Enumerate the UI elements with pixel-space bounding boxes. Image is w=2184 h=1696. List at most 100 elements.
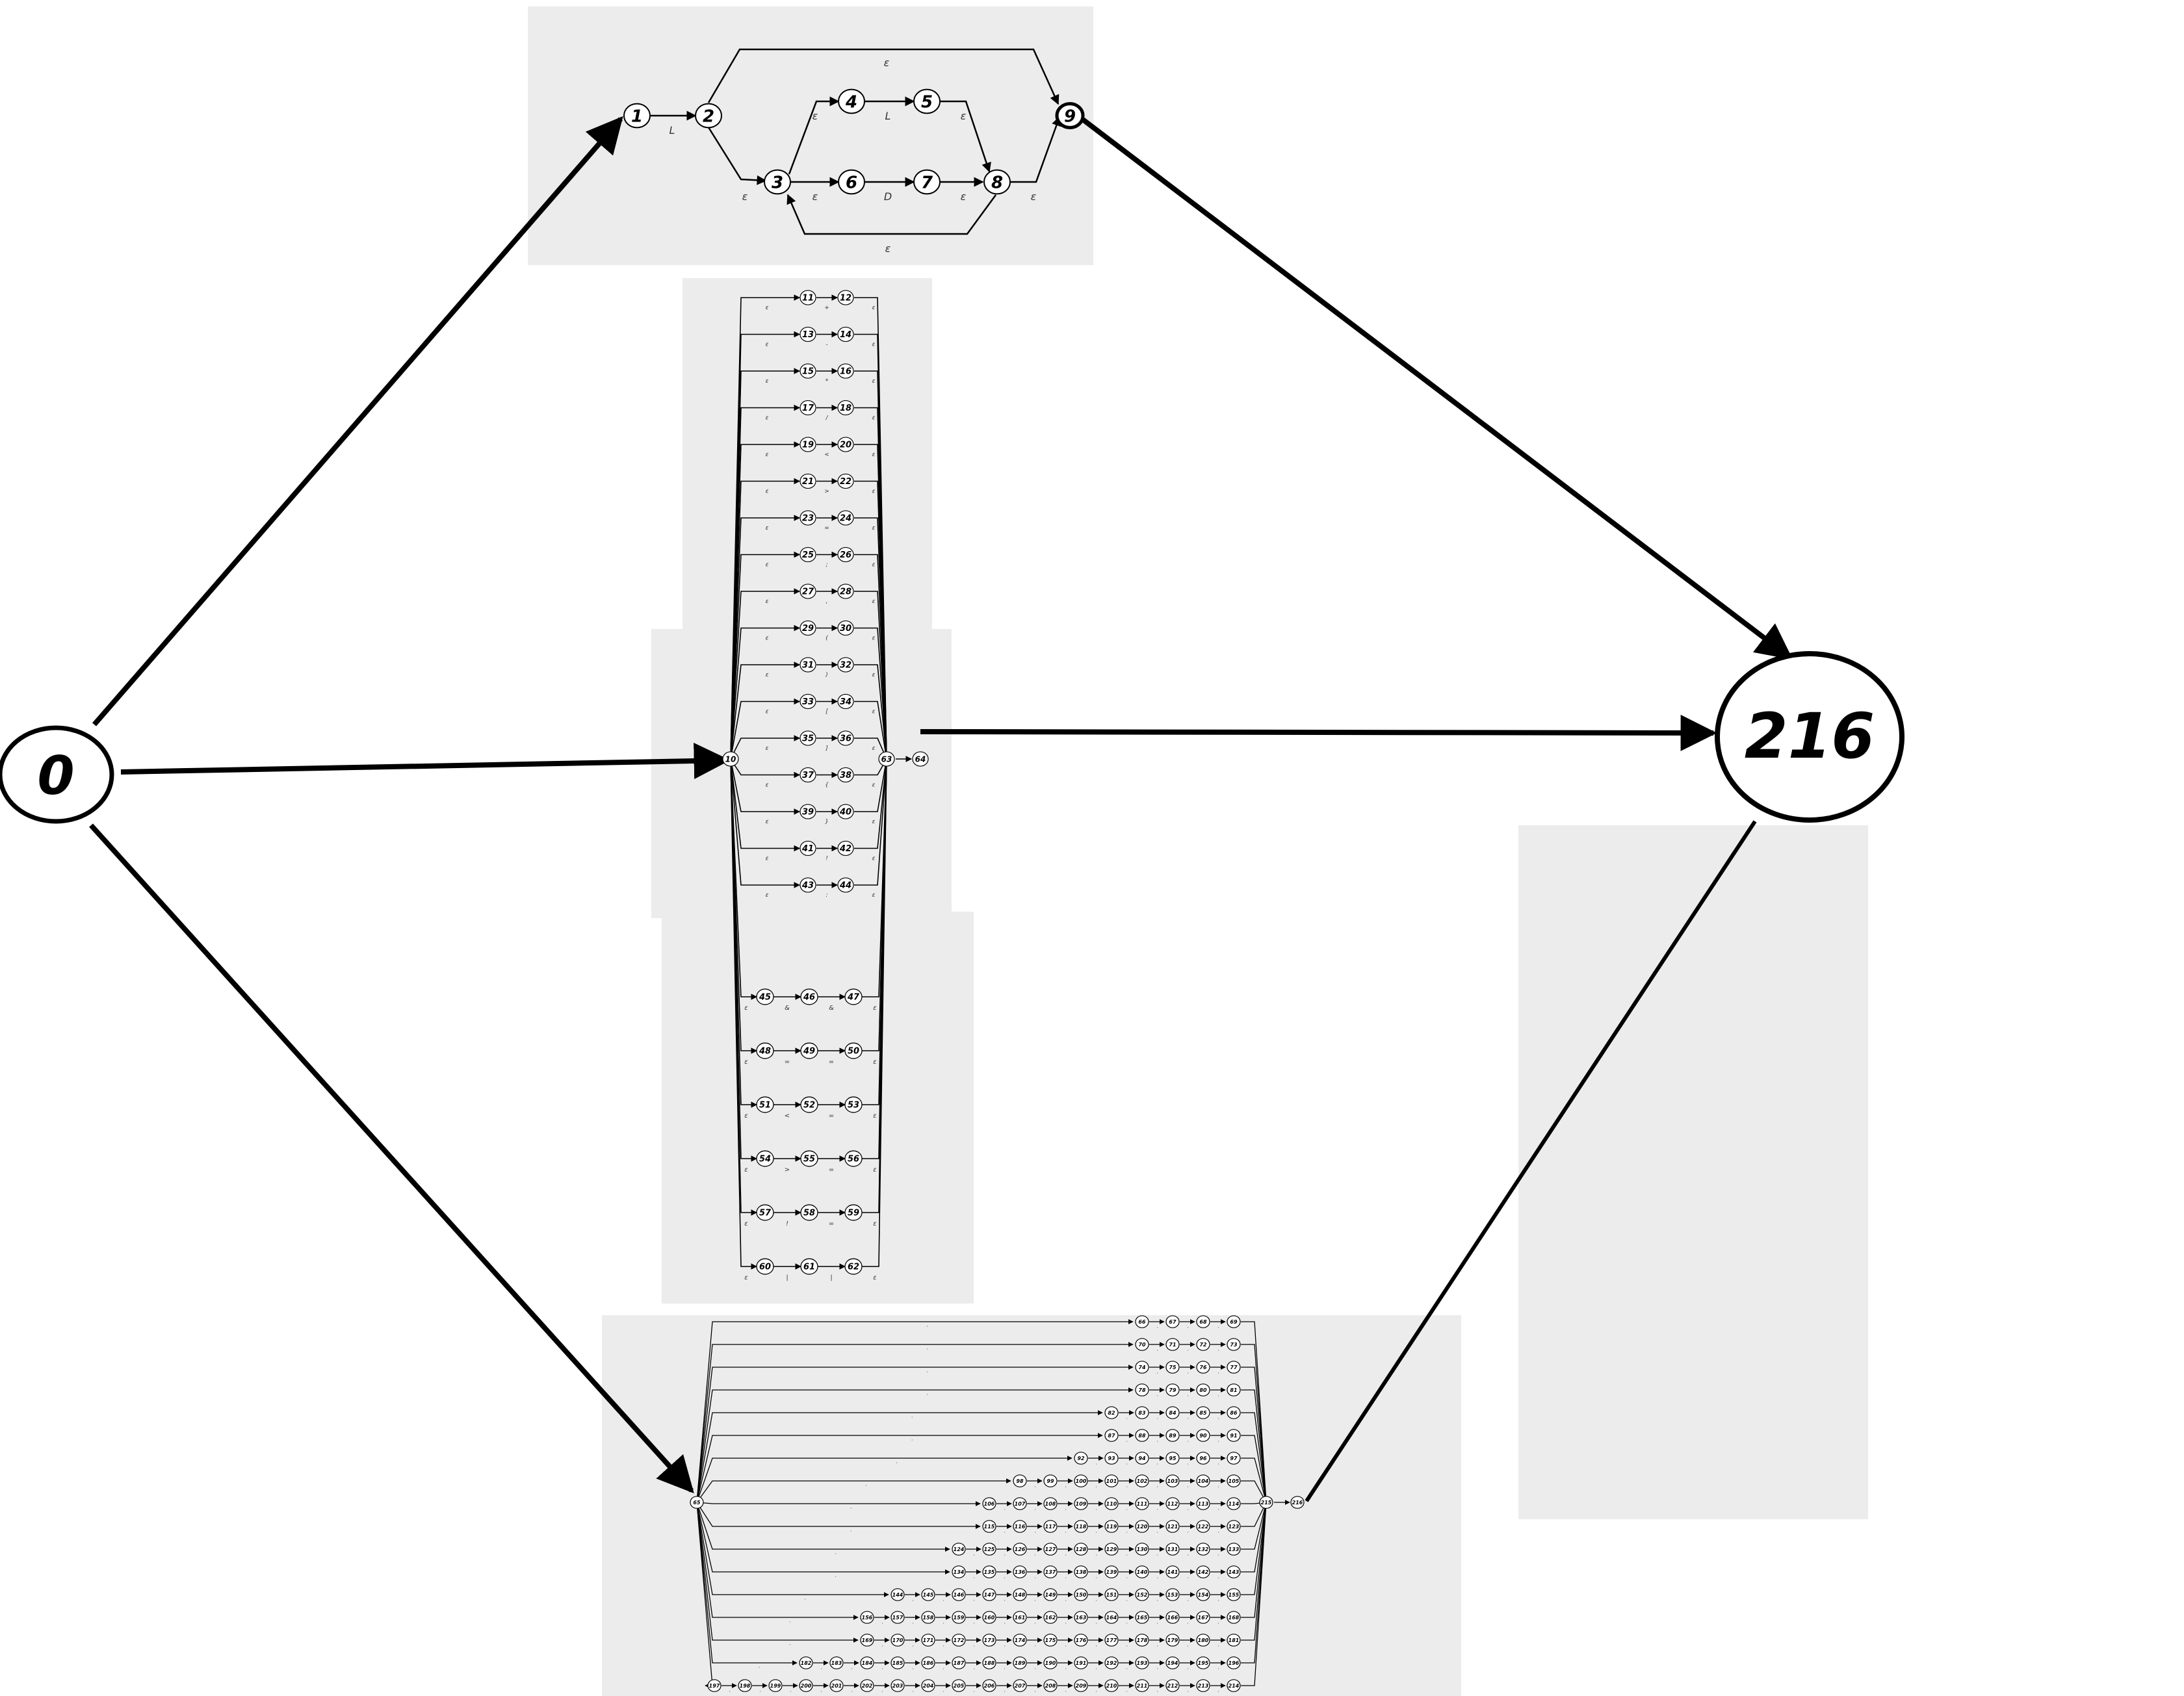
bottom-sym-row-8: · [850,1506,852,1511]
bottom-state-86: 86 [1227,1406,1241,1419]
bottom-state-93: 93 [1104,1452,1119,1465]
mid-eps-in-11: ε [766,305,769,311]
mid-state-53-label: 53 [848,1101,859,1111]
panel-top-bg [528,6,1093,265]
bottom-state-126-label: 126 [1015,1547,1026,1552]
bottom-state-84-label: 84 [1169,1410,1176,1416]
bottom-state-115-label: 115 [984,1524,995,1530]
top-state-4: 4 [838,88,865,114]
panel-empty-bg [1518,825,1868,1519]
mid-state-48-label: 48 [759,1047,771,1057]
bottom-sym-138: · [1095,1575,1097,1581]
bottom-state-214: 214 [1227,1679,1241,1692]
bottom-state-116: 116 [1013,1520,1027,1533]
bottom-state-81: 81 [1227,1383,1241,1396]
bottom-state-109: 109 [1074,1497,1088,1510]
bottom-state-174-label: 174 [1015,1638,1026,1643]
mid-state-44: 44 [837,877,854,893]
panel-bottom-bg [602,1315,1461,1696]
mid-state-21-label: 21 [802,477,814,487]
bottom-state-154-label: 154 [1198,1592,1209,1598]
mid-state-62-label: 62 [848,1263,859,1272]
bottom-state-178: 178 [1135,1634,1149,1647]
mid-state-26-label: 26 [840,550,852,560]
mid-state-32-label: 32 [840,661,852,671]
bottom-sym-95: · [1187,1461,1189,1467]
bottom-state-117: 117 [1043,1520,1058,1533]
panel-top-labels: ε L ε L ε ε ε D ε ε ε [670,57,1037,255]
bottom-sym-182: · [820,1666,822,1672]
bottom-sym-row-10: · [835,1551,837,1557]
bottom-state-135: 135 [982,1565,996,1578]
bottom-state-90-label: 90 [1199,1433,1207,1439]
bottom-state-181: 181 [1227,1634,1241,1647]
mid-sym2-57: = [829,1220,834,1227]
bottom-state-132-label: 132 [1198,1547,1209,1552]
bottom-state-105-label: 105 [1228,1478,1240,1484]
mid-state-58-label: 58 [803,1209,815,1218]
bottom-state-171-label: 171 [923,1638,934,1643]
bottom-sym-row-12: · [804,1597,806,1602]
bottom-state-65-label: 65 [693,1500,701,1506]
bottom-state-68: 68 [1196,1315,1210,1328]
top-state-6-label: 6 [846,173,857,192]
mid-eps-out-45: ε [873,1005,877,1012]
bottom-state-200: 200 [799,1679,813,1692]
mid-eps-out-60: ε [873,1274,877,1281]
mid-eps-out-35: ε [872,745,876,752]
mid-state-47-label: 47 [847,993,860,1003]
bottom-state-128-label: 128 [1076,1547,1087,1552]
bottom-state-126: 126 [1013,1543,1027,1556]
bottom-state-67-label: 67 [1169,1319,1176,1325]
mid-eps-in-37: ε [766,782,769,789]
mid-state-21: 21 [800,473,816,489]
bottom-state-165-label: 165 [1137,1615,1148,1621]
bottom-state-159: 159 [952,1611,966,1624]
bottom-state-191-label: 191 [1076,1660,1087,1666]
bottom-sym-207: · [1034,1689,1036,1695]
bottom-state-88: 88 [1135,1429,1149,1442]
mid-state-29-label: 29 [802,624,814,634]
bottom-sym-187: · [973,1666,975,1672]
bottom-state-159-label: 159 [954,1615,965,1621]
bottom-state-72: 72 [1196,1338,1210,1351]
bottom-state-167-label: 167 [1198,1615,1209,1621]
bottom-state-148: 148 [1013,1588,1027,1601]
bottom-state-198-label: 198 [740,1683,751,1689]
panel-mid-bg-3 [662,912,974,1304]
bottom-sym-197: · [729,1689,731,1695]
bottom-state-86-label: 86 [1230,1410,1238,1416]
bottom-state-128: 128 [1074,1543,1088,1556]
bottom-state-112: 112 [1165,1497,1180,1510]
bottom-sym-129: · [1126,1552,1128,1558]
bottom-sym-185: · [912,1666,914,1672]
bottom-state-88-label: 88 [1138,1433,1146,1439]
bottom-sym-148: · [1034,1598,1036,1604]
bottom-state-112-label: 112 [1167,1501,1178,1507]
mid-sym-17: / [825,415,828,422]
bottom-state-100-label: 100 [1076,1478,1087,1484]
bottom-state-195: 195 [1196,1656,1210,1669]
bottom-sym-174: · [1034,1643,1036,1649]
bottom-state-215: 215 [1259,1496,1273,1509]
mid-eps-out-11: ε [872,305,876,311]
mid-sym2-51: = [829,1112,834,1120]
bottom-sym-157: · [912,1621,914,1626]
mid-state-41: 41 [800,840,816,856]
mid-eps-in-51: ε [744,1112,748,1120]
mid-sym1-45: & [785,1005,790,1012]
bottom-state-136: 136 [1013,1565,1027,1578]
bottom-sym-row-5: · [911,1437,913,1443]
bottom-state-212: 212 [1165,1679,1180,1692]
bottom-state-68-label: 68 [1199,1319,1207,1325]
edge-bottom-to-216 [1305,820,1757,1502]
mid-sym2-48: = [829,1059,834,1066]
mid-state-39-label: 39 [802,808,814,817]
mid-sym-29: ( [826,636,828,642]
bottom-state-190: 190 [1043,1656,1058,1669]
bottom-sym-117: · [1065,1530,1067,1535]
bottom-state-118-label: 118 [1076,1524,1087,1530]
bottom-state-77: 77 [1227,1361,1241,1374]
bottom-sym-131: · [1187,1552,1189,1558]
bottom-state-66: 66 [1135,1315,1149,1328]
